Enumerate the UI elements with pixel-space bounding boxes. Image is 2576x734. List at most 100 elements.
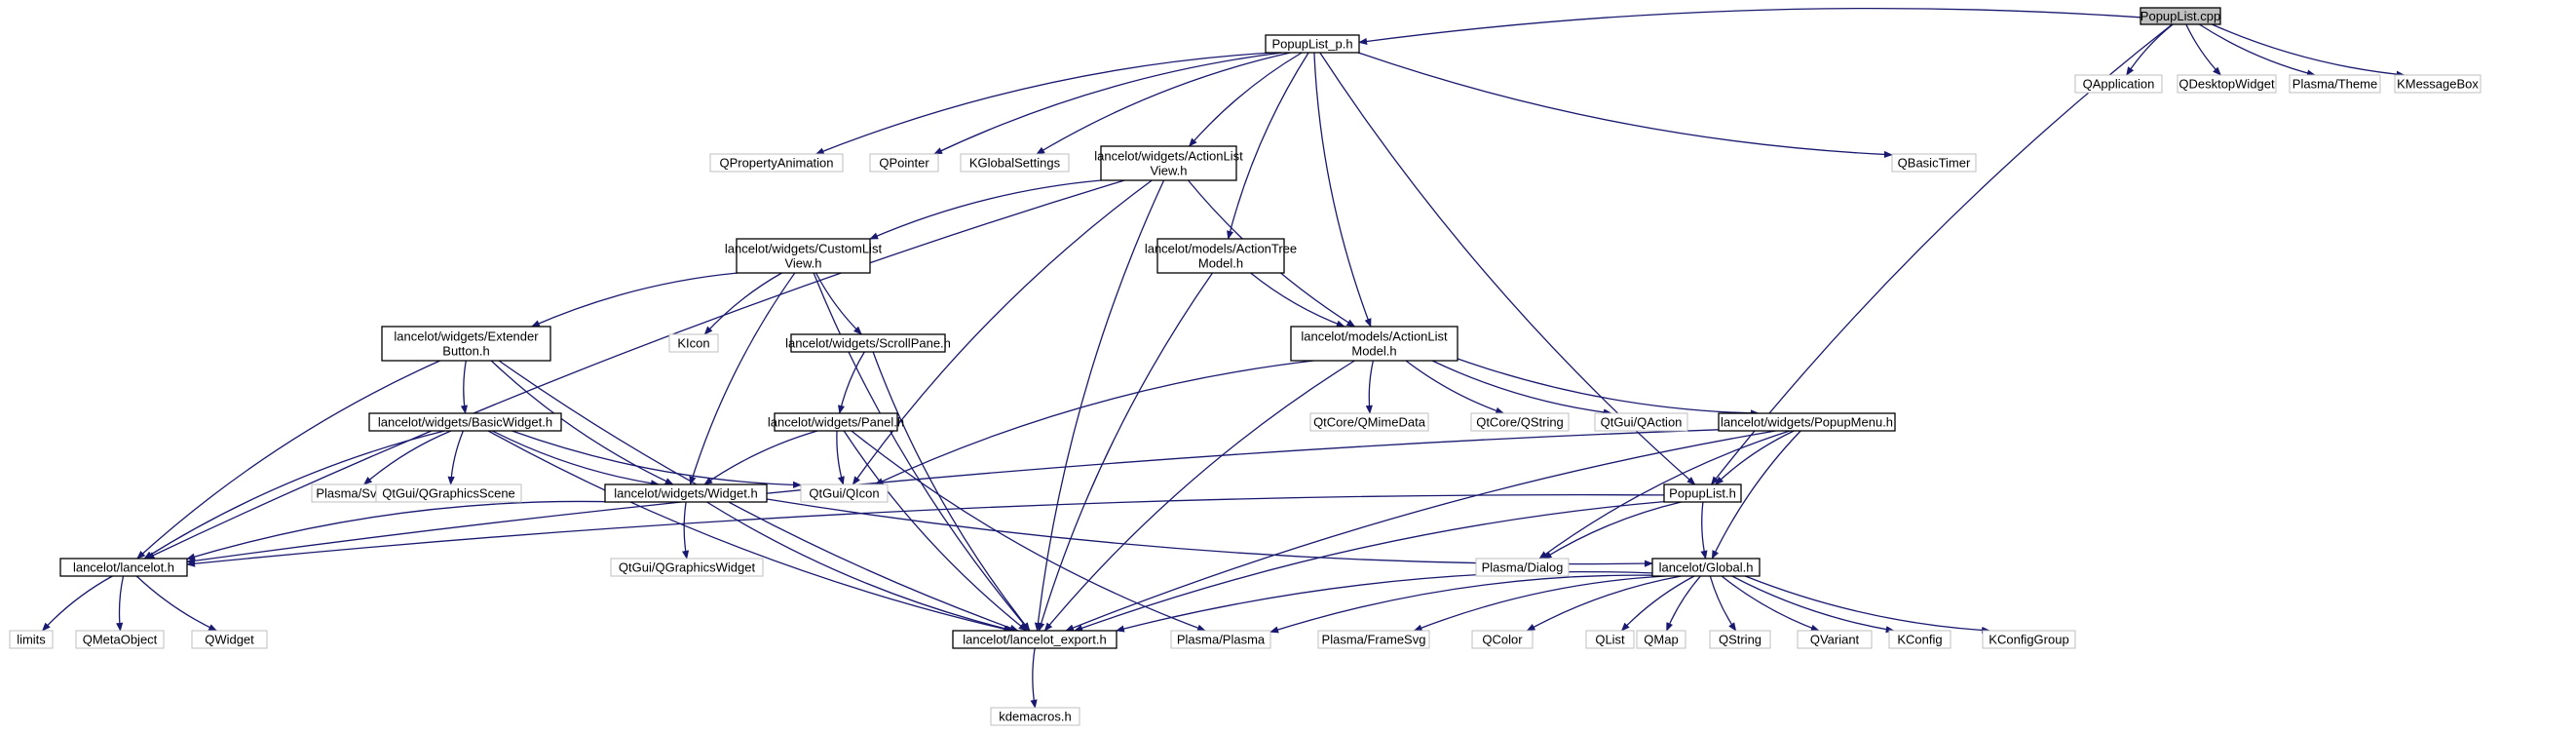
edge-global-h-to-qcolor [1526, 575, 1682, 632]
node-qmetaobject: QMetaObject [75, 630, 165, 649]
node-popupmenu-h[interactable]: lancelot/widgets/PopupMenu.h [1718, 412, 1896, 432]
node-kconfig: KConfig [1888, 630, 1951, 649]
node-label-qbasictimer: QBasicTimer [1898, 156, 1971, 171]
node-qtgui-qgraphicsscene: QtGui/QGraphicsScene [375, 483, 522, 503]
edge-popuplist-cpp-to-plasma-theme [2199, 23, 2316, 77]
node-label-actionlistmodel-h: Model.h [1351, 344, 1396, 359]
node-box-popuplist-h [1663, 483, 1742, 503]
node-lancelot-export-h[interactable]: lancelot/lancelot_export.h [952, 630, 1118, 649]
edge-global-h-to-qvariant [1721, 575, 1820, 632]
edge-popuplist-cpp-to-qdesktopwidget [2185, 23, 2221, 76]
node-label-qlist: QList [1595, 633, 1625, 647]
edge-extenderbutton-h-to-widget-h [490, 360, 674, 485]
node-widget-h[interactable]: lancelot/widgets/Widget.h [604, 483, 768, 503]
node-label-actionlistview-h: View.h [1150, 164, 1187, 178]
edge-panel-h-to-qtgui-qicon [836, 430, 845, 485]
node-qapplication: QApplication [2074, 74, 2163, 94]
edge-lancelot-export-h-to-kdemacros-h [1030, 647, 1038, 709]
edge-widget-h-to-lancelot-h [186, 500, 620, 560]
edge-global-h-to-kconfig [1731, 575, 1895, 634]
node-box-kconfig [1888, 630, 1951, 649]
edge-lancelot-h-to-limits [41, 575, 113, 632]
node-global-h[interactable]: lancelot/Global.h [1651, 558, 1761, 577]
node-kicon: KIcon [668, 333, 719, 353]
node-label-basicwidget-h: lancelot/widgets/BasicWidget.h [378, 415, 552, 430]
edge-actionlistview-h-to-lancelot-export-h [1034, 179, 1165, 632]
node-qlist: QList [1585, 630, 1635, 649]
node-limits: limits [9, 630, 54, 649]
edge-popuplist-cpp-to-kmessagebox [2212, 23, 2406, 78]
node-label-kconfiggroup: KConfigGroup [1989, 633, 2068, 647]
edge-popupmenu-h-to-lancelot-export-h [1065, 430, 1776, 632]
edge-global-h-to-plasma-plasma [1269, 574, 1653, 634]
node-basicwidget-h[interactable]: lancelot/widgets/BasicWidget.h [368, 412, 562, 432]
node-box-qapplication [2074, 74, 2163, 94]
node-box-popuplist-p-h [1265, 34, 1360, 54]
node-qbasictimer: QBasicTimer [1891, 153, 1977, 173]
node-popuplist-cpp[interactable]: PopupList.cpp [2140, 7, 2221, 25]
node-box-lancelot-export-h [952, 630, 1118, 649]
edge-popuplist-p-h-to-qbasictimer [1357, 52, 1893, 159]
node-box-qtgui-qicon [800, 483, 889, 503]
node-popuplist-p-h[interactable]: PopupList_p.h [1265, 34, 1360, 54]
edge-global-h-to-kconfiggroup [1745, 575, 1991, 635]
node-label-popupmenu-h: lancelot/widgets/PopupMenu.h [1721, 415, 1893, 430]
edge-lancelot-h-to-qmetaobject [116, 575, 125, 632]
node-scrollpane-h[interactable]: lancelot/widgets/ScrollPane.h [785, 333, 951, 353]
node-box-kmessagebox [2394, 74, 2481, 94]
edge-extenderbutton-h-to-lancelot-export-h [498, 360, 1019, 632]
node-label-plasma-theme: Plasma/Theme [2292, 77, 2377, 92]
node-box-qmetaobject [75, 630, 165, 649]
node-box-qpointer [869, 153, 939, 173]
node-plasma-svg: Plasma/Svg [311, 483, 389, 503]
edge-basicwidget-h-to-lancelot-export-h [487, 430, 1013, 633]
node-box-plasma-framesvg [1317, 630, 1430, 649]
node-box-qcolor [1471, 630, 1534, 649]
node-qpointer: QPointer [869, 153, 939, 173]
node-panel-h[interactable]: lancelot/widgets/Panel.h [768, 412, 904, 432]
edge-popuplist-p-h-to-qpointer [933, 52, 1283, 155]
edge-scrollpane-h-to-lancelot-export-h [872, 351, 1031, 632]
node-box-scrollpane-h [790, 333, 946, 353]
node-label-qtgui-qgraphicswidget: QtGui/QGraphicsWidget [619, 560, 756, 575]
node-box-plasma-plasma [1170, 630, 1271, 649]
node-label-qtgui-qicon: QtGui/QIcon [809, 486, 879, 501]
node-label-actionlistmodel-h: lancelot/models/ActionList [1301, 329, 1448, 344]
node-box-qlist [1585, 630, 1635, 649]
node-qtgui-qaction: QtGui/QAction [1594, 412, 1688, 432]
node-label-global-h: lancelot/Global.h [1659, 560, 1754, 575]
edge-popupmenu-h-to-global-h [1711, 430, 1801, 560]
node-qmap: QMap [1636, 630, 1686, 649]
node-box-qstring [1709, 630, 1771, 649]
node-box-widget-h [604, 483, 768, 503]
edge-actionlistmodel-h-to-qtgui-qaction [1431, 360, 1612, 416]
edge-basicwidget-h-to-widget-h [492, 430, 660, 487]
node-popuplist-h[interactable]: PopupList.h [1663, 483, 1742, 503]
edge-basicwidget-h-to-qtgui-qgraphicsscene [447, 430, 465, 485]
node-label-kdemacros-h: kdemacros.h [999, 710, 1071, 724]
node-box-qdesktopwidget [2177, 74, 2277, 94]
node-label-limits: limits [17, 633, 46, 647]
node-box-qvariant [1797, 630, 1873, 649]
node-box-customlistview-h [736, 238, 871, 274]
node-plasma-framesvg: Plasma/FrameSvg [1317, 630, 1430, 649]
node-label-popuplist-p-h: PopupList_p.h [1271, 37, 1352, 52]
node-label-kmessagebox: KMessageBox [2397, 77, 2479, 92]
edge-actionlistview-h-to-customlistview-h [869, 179, 1102, 240]
node-box-popupmenu-h [1718, 412, 1896, 432]
edge-scrollpane-h-to-panel-h [838, 351, 865, 414]
node-label-kicon: KIcon [677, 336, 709, 351]
edge-popuplist-p-h-to-actionlistview-h [1189, 52, 1303, 147]
node-label-lancelot-export-h: lancelot/lancelot_export.h [963, 633, 1106, 647]
node-lancelot-h[interactable]: lancelot/lancelot.h [59, 558, 188, 577]
edge-popuplist-p-h-to-actiontreemodel-h [1227, 52, 1309, 240]
node-box-qmap [1636, 630, 1686, 649]
node-box-qtcore-qmimedata [1309, 412, 1429, 432]
